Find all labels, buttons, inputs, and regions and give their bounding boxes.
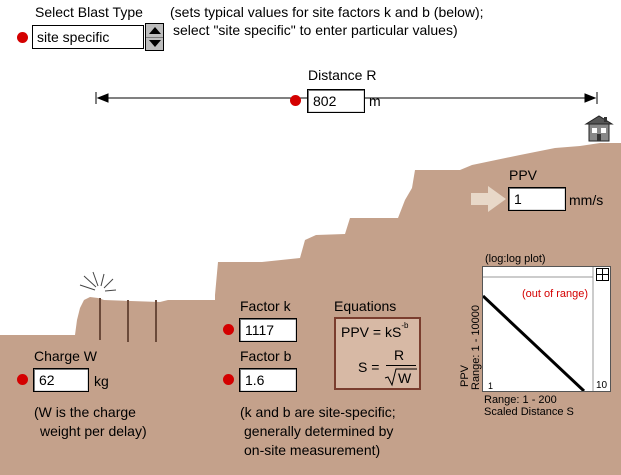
ppv-unit: mm/s bbox=[569, 192, 604, 208]
blast-type-down-button[interactable] bbox=[146, 37, 163, 50]
equation-s-numerator: R bbox=[394, 347, 405, 363]
ppv-label: PPV bbox=[509, 167, 538, 183]
plot-status: (out of range) bbox=[522, 288, 589, 300]
fraction-bar bbox=[386, 365, 416, 366]
distance-marker bbox=[290, 95, 301, 106]
grid-expand-icon[interactable] bbox=[596, 268, 609, 281]
charge-note-2: weight per delay) bbox=[40, 423, 147, 439]
factor-b-label: Factor b bbox=[240, 348, 292, 364]
equation-ppv-lhs: PPV = kS bbox=[341, 324, 402, 340]
factors-note-2: generally determined by bbox=[244, 423, 394, 439]
charge-unit: kg bbox=[94, 373, 109, 389]
charge-input[interactable]: 62 bbox=[33, 368, 89, 392]
charge-label: Charge W bbox=[34, 348, 98, 364]
equation-s-denominator: W bbox=[398, 370, 412, 386]
factor-k-input[interactable]: 1117 bbox=[239, 318, 297, 342]
plot-x-range: Range: 1 - 200 bbox=[484, 394, 557, 406]
plot-title: (log:log plot) bbox=[485, 253, 546, 265]
ppv-output[interactable]: 1 bbox=[508, 187, 566, 211]
factor-b-marker bbox=[223, 374, 234, 385]
plot-origin-tick: 1 bbox=[488, 381, 494, 391]
distance-input[interactable]: 802 bbox=[307, 89, 365, 113]
charge-note-1: (W is the charge bbox=[34, 404, 136, 420]
ground-profile bbox=[0, 143, 621, 475]
blast-type-spinner[interactable] bbox=[145, 23, 164, 51]
plot-y-range: Range: 1 - 10000 bbox=[470, 304, 482, 390]
factor-b-input[interactable]: 1.6 bbox=[239, 368, 297, 392]
equation-ppv: PPV = kS-b bbox=[341, 321, 409, 340]
arrow-up-icon bbox=[149, 27, 161, 34]
loglog-plot[interactable]: (out of range) 1 10 bbox=[482, 266, 611, 392]
plot-x-tick: 10 bbox=[596, 380, 608, 391]
blast-type-marker bbox=[17, 32, 28, 43]
plot-canvas bbox=[483, 267, 610, 391]
charge-marker bbox=[17, 374, 28, 385]
blast-sparks-icon bbox=[79, 271, 117, 292]
blast-type-up-button[interactable] bbox=[146, 24, 163, 38]
attenuation-line bbox=[483, 294, 586, 391]
equations-title: Equations bbox=[334, 298, 397, 314]
boreholes bbox=[99, 298, 157, 342]
house-icon bbox=[584, 115, 614, 142]
equation-ppv-exponent: -b bbox=[401, 321, 409, 331]
equations-box: PPV = kS-b S = R W bbox=[334, 317, 421, 390]
factors-note-1: (k and b are site-specific; bbox=[240, 404, 396, 420]
distance-unit: m bbox=[369, 93, 381, 109]
arrow-down-icon bbox=[149, 40, 161, 47]
plot-x-label: Scaled Distance S bbox=[484, 406, 574, 418]
equation-s-lhs: S = bbox=[358, 359, 380, 375]
sqrt-icon bbox=[384, 368, 417, 387]
distance-label: Distance R bbox=[308, 67, 377, 83]
factor-k-marker bbox=[223, 324, 234, 335]
right-arrow-icon bbox=[471, 186, 506, 212]
blast-type-title: Select Blast Type bbox=[35, 4, 143, 20]
blast-type-note-2: select "site specific" to enter particul… bbox=[173, 22, 458, 38]
factor-k-label: Factor k bbox=[240, 298, 291, 314]
factors-note-3: on-site measurement) bbox=[244, 442, 381, 458]
blast-type-select[interactable]: site specific bbox=[32, 25, 144, 49]
blast-type-note-1: (sets typical values for site factors k … bbox=[170, 4, 484, 20]
